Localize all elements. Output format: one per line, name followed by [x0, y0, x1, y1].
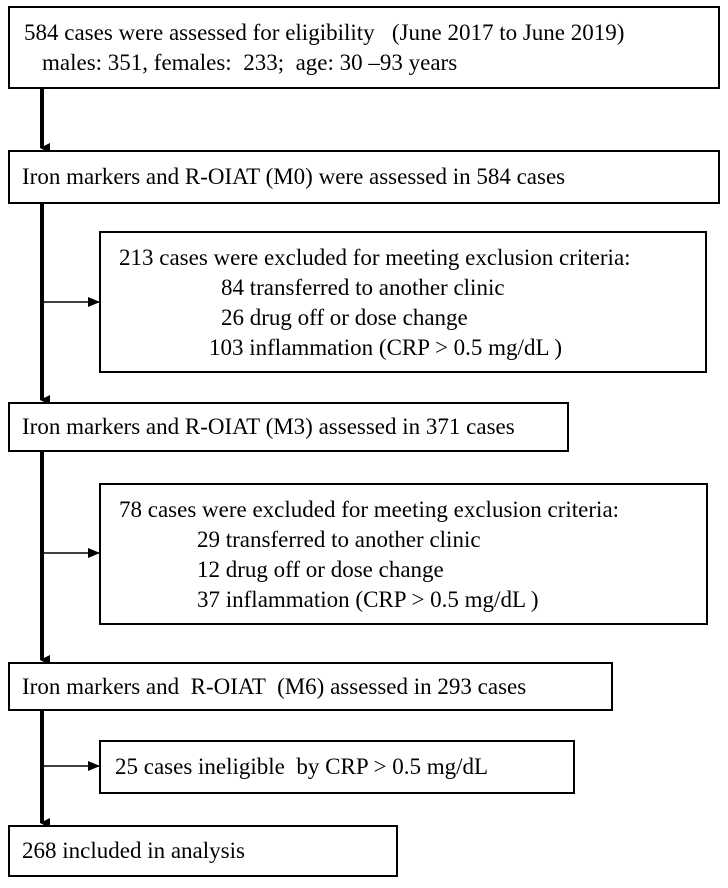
m6-assessment-text: Iron markers and R-OIAT (M6) assessed in… [22, 674, 527, 699]
exclusion-box-1: 213 cases were excluded for meeting excl… [99, 231, 707, 373]
m3-assessment-box: Iron markers and R-OIAT (M3) assessed in… [8, 402, 569, 452]
m0-assessment-text: Iron markers and R-OIAT (M0) were assess… [22, 164, 566, 189]
exclusion-1-item: 84 transferred to another clinic [221, 275, 505, 300]
exclusion-1-item: 103 inflammation (CRP > 0.5 mg/dL ) [209, 335, 563, 360]
exclusion-2-item: 12 drug off or dose change [197, 557, 444, 582]
m6-assessment-box: Iron markers and R-OIAT (M6) assessed in… [8, 662, 613, 711]
exclusion-2-header: 78 cases were excluded for meeting exclu… [119, 497, 620, 522]
exclusion-1-item: 26 drug off or dose change [221, 305, 468, 330]
exclusion-2-item: 37 inflammation (CRP > 0.5 mg/dL ) [197, 587, 539, 612]
m0-assessment-box: Iron markers and R-OIAT (M0) were assess… [8, 150, 720, 204]
m3-assessment-text: Iron markers and R-OIAT (M3) assessed in… [22, 414, 515, 439]
enrollment-text-line-2: males: 351, females: 233; age: 30 –93 ye… [42, 50, 458, 75]
exclusion-2-item: 29 transferred to another clinic [197, 527, 481, 552]
enrollment-box: 584 cases were assessed for eligibility … [8, 6, 720, 89]
exclusion-box-3: 25 cases ineligible by CRP > 0.5 mg/dL [99, 740, 575, 794]
enrollment-text-line-1: 584 cases were assessed for eligibility … [24, 20, 625, 45]
analysis-box: 268 included in analysis [8, 825, 398, 877]
analysis-text: 268 included in analysis [22, 838, 245, 863]
exclusion-1-header: 213 cases were excluded for meeting excl… [119, 245, 631, 270]
exclusion-3-text: 25 cases ineligible by CRP > 0.5 mg/dL [115, 754, 489, 779]
exclusion-box-2: 78 cases were excluded for meeting exclu… [99, 483, 708, 625]
